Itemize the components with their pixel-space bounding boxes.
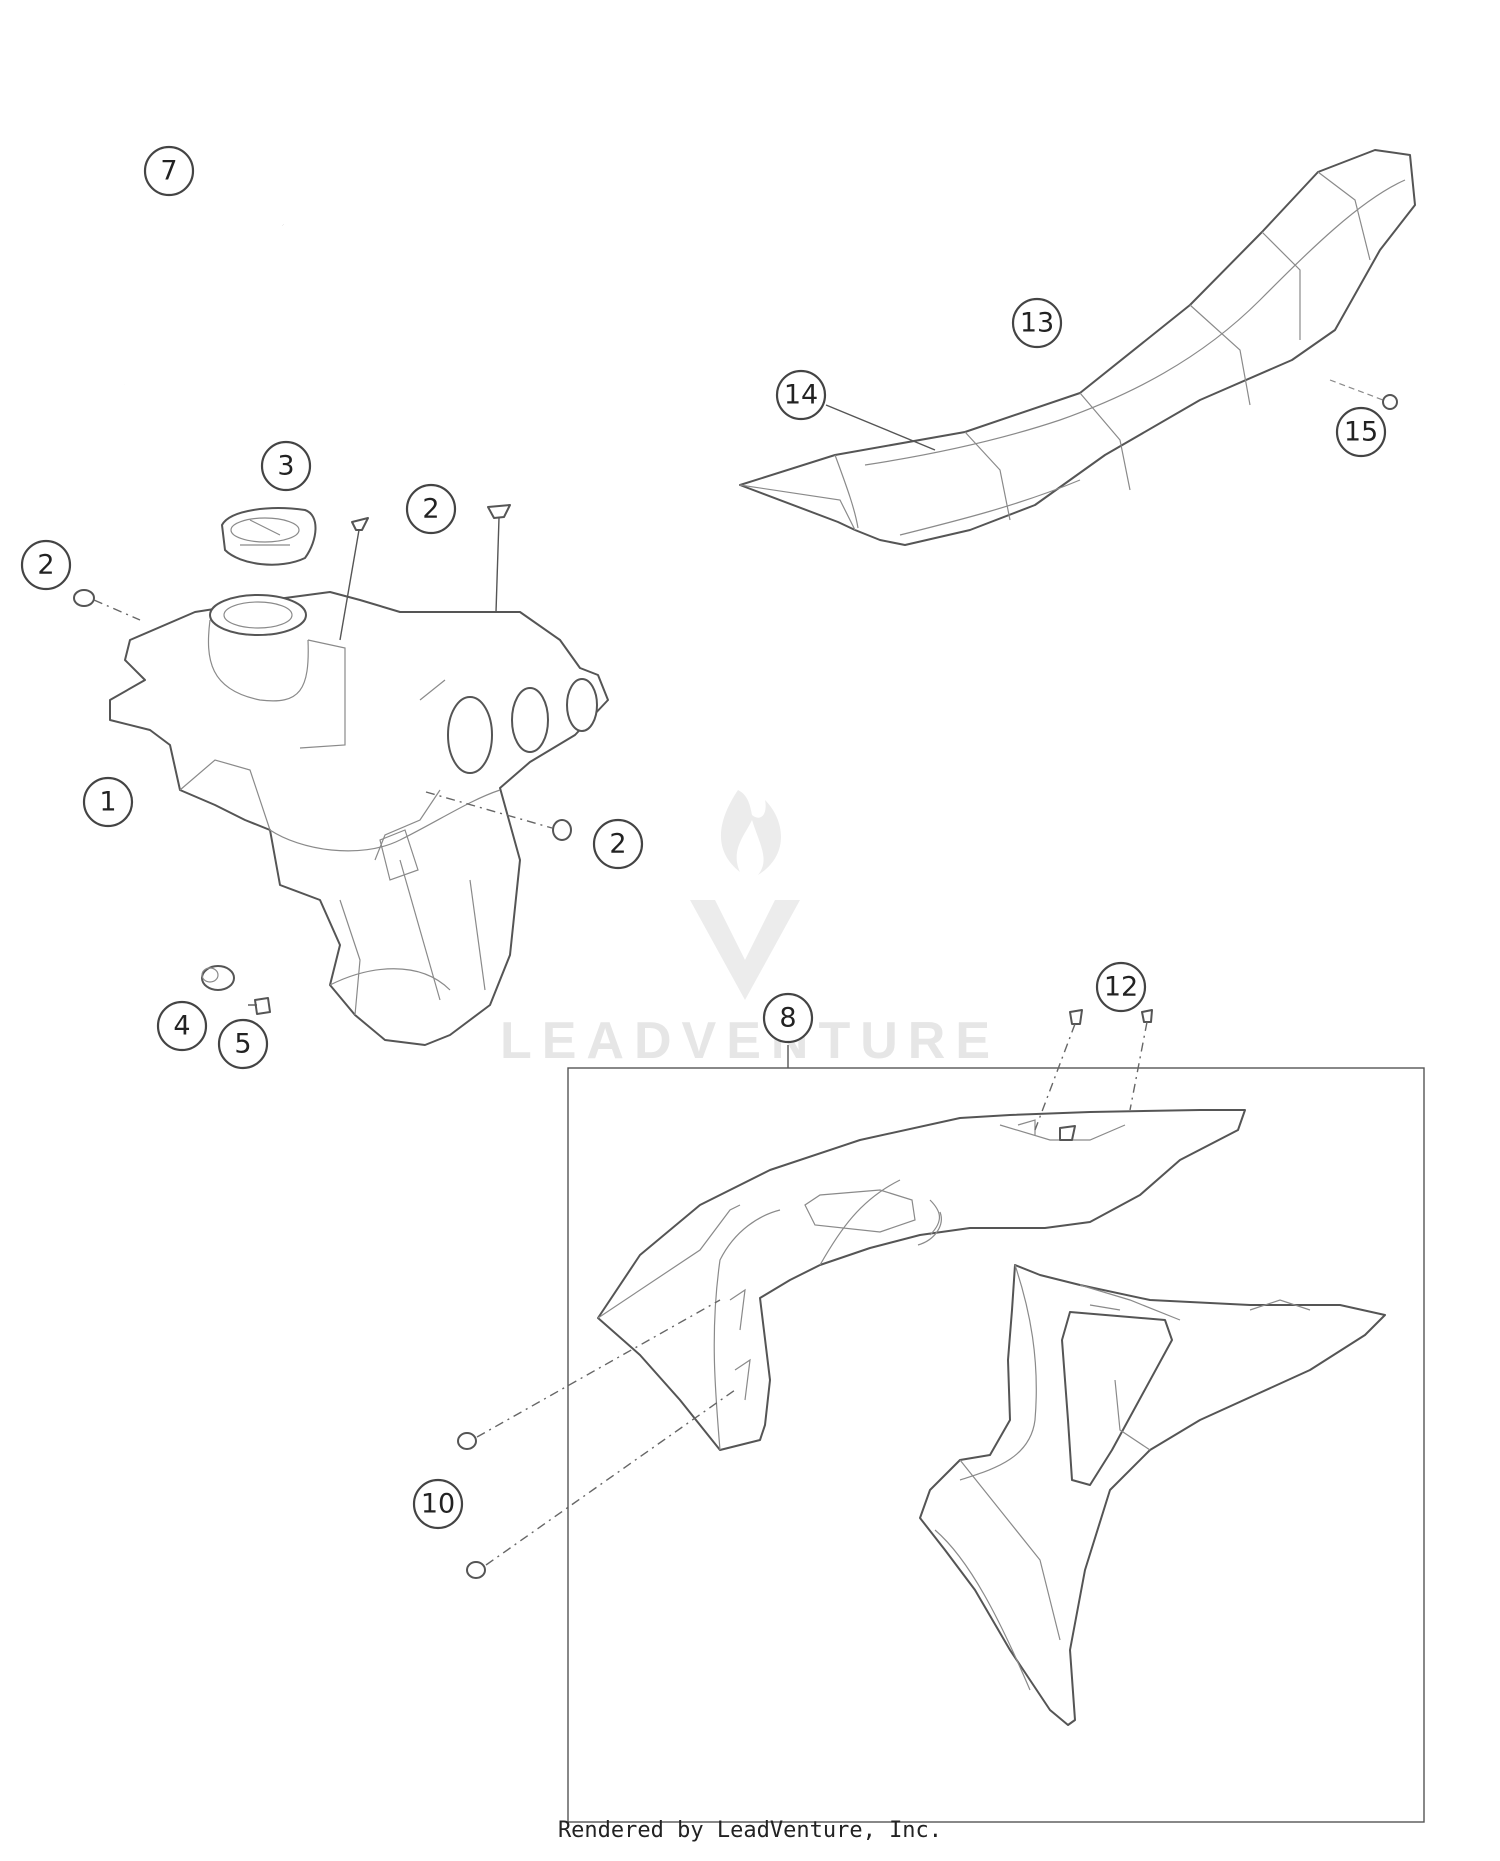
svg-text:2: 2 [37, 550, 54, 581]
callout-15: 15 [1335, 406, 1387, 458]
svg-text:3: 3 [277, 451, 294, 482]
small-bolt [248, 997, 271, 1015]
rubber-bushing [201, 965, 235, 991]
svg-text:2: 2 [609, 829, 626, 860]
callout-5: 5 [217, 1018, 269, 1070]
leader-14 [825, 404, 936, 451]
callout-12: 12 [1095, 961, 1147, 1013]
callout-7: 7 [143, 145, 195, 197]
callout-4: 4 [156, 1000, 208, 1052]
svg-text:12: 12 [1104, 972, 1138, 1003]
callout-14: 14 [775, 369, 827, 421]
leadventure-watermark: LEADVENTURE [500, 790, 1000, 1070]
callout-13: 13 [1011, 297, 1063, 349]
spoiler-right [919, 1264, 1386, 1726]
svg-text:15: 15 [1344, 417, 1378, 448]
svg-text:1: 1 [99, 787, 116, 818]
svg-text:14: 14 [784, 380, 818, 411]
svg-text:2: 2 [422, 494, 439, 525]
callout-8: 8 [762, 992, 814, 1044]
watermark-text: LEADVENTURE [500, 1012, 1000, 1070]
footer-credit: Rendered by LeadVenture, Inc. [557, 1818, 943, 1843]
callout-2: 2 [592, 818, 644, 870]
svg-text:5: 5 [234, 1029, 251, 1060]
callout-2: 2 [20, 539, 72, 591]
svg-text:10: 10 [421, 1489, 455, 1520]
seat [739, 149, 1416, 546]
filler-cap [221, 507, 317, 566]
callout-10: 10 [412, 1478, 464, 1530]
svg-text:4: 4 [173, 1011, 190, 1042]
callout-1: 1 [82, 776, 134, 828]
spoiler-screws-top [1034, 1009, 1153, 1131]
callout-3: 3 [260, 440, 312, 492]
svg-text:13: 13 [1020, 308, 1054, 339]
spoiler-left [597, 1109, 1246, 1451]
screws [73, 504, 572, 841]
spoiler-screws-side [457, 1299, 736, 1579]
svg-text:7: 7 [160, 156, 177, 187]
spoiler-kit-box [567, 1067, 1425, 1823]
callout-2: 2 [405, 483, 457, 535]
svg-text:8: 8 [779, 1003, 796, 1034]
vent-hose [122, 174, 286, 386]
fuel-tank [109, 591, 609, 1046]
